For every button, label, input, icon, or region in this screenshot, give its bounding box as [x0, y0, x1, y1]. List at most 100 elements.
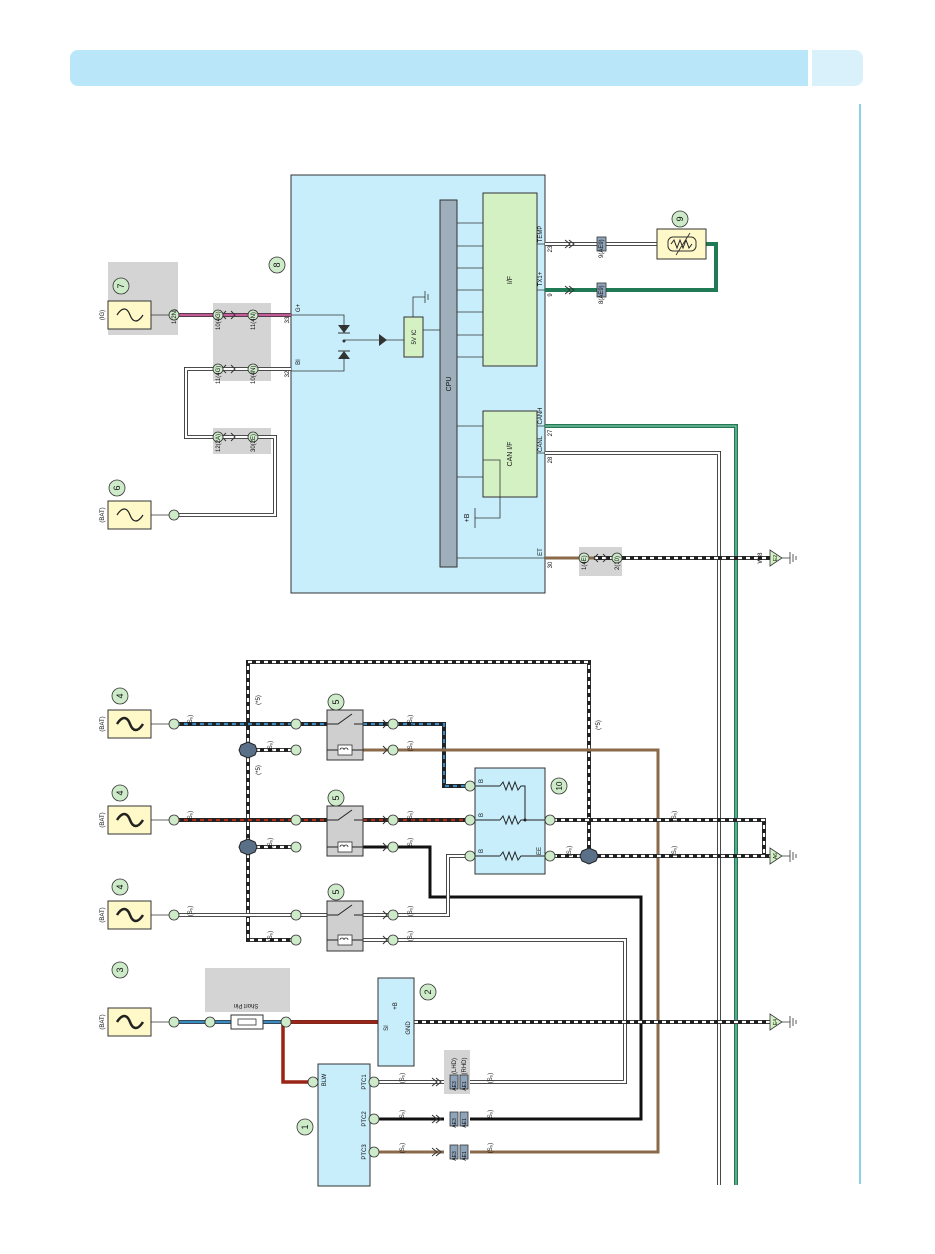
pin-28: 28 [548, 456, 554, 463]
svg-text:8: 8 [272, 262, 282, 267]
ecu-module: CPU I/F CAN I/F 5V IC +B TEMP TX1+ CANH … [285, 174, 554, 594]
pin-g-plus-label: G+ [296, 303, 302, 312]
ptc3-pin: PTC3 [362, 1144, 368, 1160]
tag-ae3-3: AE3 [452, 1151, 458, 1161]
ground-e4: E4 [769, 1013, 797, 1031]
connector-tags [449, 236, 607, 1160]
spec-5: (S₉) [268, 838, 274, 848]
bat-label-6: (BAT) [100, 507, 106, 522]
spec-2: (S₉) [188, 811, 194, 821]
5v-ic-box [403, 316, 424, 358]
tag-ae3-2: AE3 [452, 1118, 458, 1128]
bat-label-4a: (BAT) [100, 716, 106, 731]
callout-4a: 4 [111, 687, 129, 705]
connector-ovals [168, 309, 623, 1158]
svg-text:6: 6 [112, 485, 122, 490]
callout-2: 2 [419, 983, 437, 1001]
svg-text:1: 1 [300, 1124, 310, 1129]
module-1: BLW PTC1 PTC2 PTC3 [317, 1063, 371, 1187]
callout-5a: 5 [327, 693, 345, 711]
callout-3: 3 [111, 961, 129, 979]
page-edge-rule [859, 104, 861, 1184]
conn-4g-11: 11(4G) [216, 366, 222, 384]
blw-pin: BLW [322, 1073, 328, 1086]
fuse-7 [107, 300, 152, 330]
spec-1: (S₉) [188, 715, 194, 725]
ground-e4-label: E4 [773, 1019, 779, 1025]
callout-7: 7 [112, 277, 130, 295]
svg-text:10: 10 [555, 781, 564, 790]
svg-text:3: 3 [115, 967, 125, 972]
si-pin: SI [384, 1025, 390, 1031]
temp-sensor [656, 228, 707, 260]
fuse-4c [107, 900, 152, 930]
tag-ae1-3: AE1 [462, 1151, 468, 1161]
spec-3: (S₉) [188, 906, 194, 916]
callout-5c: 5 [327, 883, 345, 901]
spec-16: (S₉) [400, 1073, 406, 1083]
svg-text:5: 5 [331, 699, 341, 704]
short-pin: Short Pin [230, 1002, 264, 1030]
fuse-4b [107, 805, 152, 835]
star5-a: (*5) [256, 695, 262, 705]
pin-30: 30 [548, 561, 554, 568]
star5-c: (*5) [596, 720, 602, 730]
ground-e2: E2 W-8 [758, 549, 797, 567]
bat-label-3: (BAT) [100, 1014, 106, 1029]
fuses [107, 300, 178, 1037]
splice-points [238, 741, 599, 865]
ig-label: (IG) [100, 310, 106, 320]
5v-ic-label: 5V IC [412, 329, 418, 345]
if-label: I/F [507, 276, 514, 284]
w8-label: W-8 [758, 552, 764, 564]
bat-label-4b: (BAT) [100, 812, 106, 827]
short-pin-label: Short Pin [234, 1002, 259, 1008]
spec-6: (S₉) [268, 931, 274, 941]
conn-4n-11: 11(4N) [251, 312, 257, 330]
pin-23: 23 [548, 245, 554, 252]
ptc1-pin: PTC1 [362, 1074, 368, 1090]
spec-8: (S₉) [408, 741, 414, 751]
ground-a6-label: A6 [773, 853, 779, 859]
pin-bi-label: BI [296, 359, 302, 365]
spec-17: (S₉) [400, 1110, 406, 1120]
callout-9: 9 [671, 210, 689, 228]
svg-text:7: 7 [116, 283, 126, 288]
spec-14: (S₉) [672, 811, 678, 821]
heater-pin-b1: B [479, 779, 485, 783]
header-bar [70, 50, 808, 86]
power-source-labels: (IG) (BAT) (BAT) (BAT) (BAT) (BAT) [100, 310, 106, 1030]
rhd-label: (RHD) [462, 1058, 468, 1075]
pin-canh-label: CANH [538, 407, 544, 424]
tag-ae1-1: AE1 [462, 1081, 468, 1091]
relays [326, 709, 364, 952]
ground-symbols: E2 W-8 A6 E4 [758, 549, 797, 1031]
svg-text:2: 2 [423, 989, 433, 994]
svg-text:5: 5 [331, 889, 341, 894]
plus-b-pin: +B [393, 1002, 399, 1010]
spec-15: (S₉) [672, 846, 678, 856]
spec-18: (S₉) [400, 1143, 406, 1153]
conn-4e: 1(4E) [582, 555, 588, 570]
callout-8: 8 [268, 256, 286, 274]
pin-9: 9 [548, 293, 554, 297]
callout-4b: 4 [111, 784, 129, 802]
spec-7: (S₉) [408, 715, 414, 725]
pin-32: 32 [285, 370, 291, 377]
conn-ae9-9: 9(AE9) [599, 239, 605, 258]
wire-spec-labels: (S₉) (S₉) (S₉) (S₉) (S₉) (S₉) (S₉) (S₉) … [188, 695, 678, 1153]
gnd-pin: GND [406, 1021, 412, 1035]
conn-2a: 12(2A) [216, 434, 222, 452]
lhd-label: (LHD) [452, 1058, 458, 1074]
bat-label-4c: (BAT) [100, 907, 106, 922]
conn-4n-10: 10(4N) [251, 366, 257, 384]
conn-4g-10: 10(4G) [216, 311, 222, 330]
conn-2e: 30(2E) [251, 434, 257, 452]
tag-ae1-2: AE1 [462, 1118, 468, 1128]
ptc-heater: B B B EE [470, 767, 546, 875]
heater-pin-ee: EE [537, 847, 543, 855]
conn-ae9-8: 8(AE9) [599, 285, 605, 304]
fuse-3 [107, 1007, 152, 1037]
callouts: 1 2 3 4 4 4 5 5 5 6 7 8 9 10 [108, 210, 689, 1136]
